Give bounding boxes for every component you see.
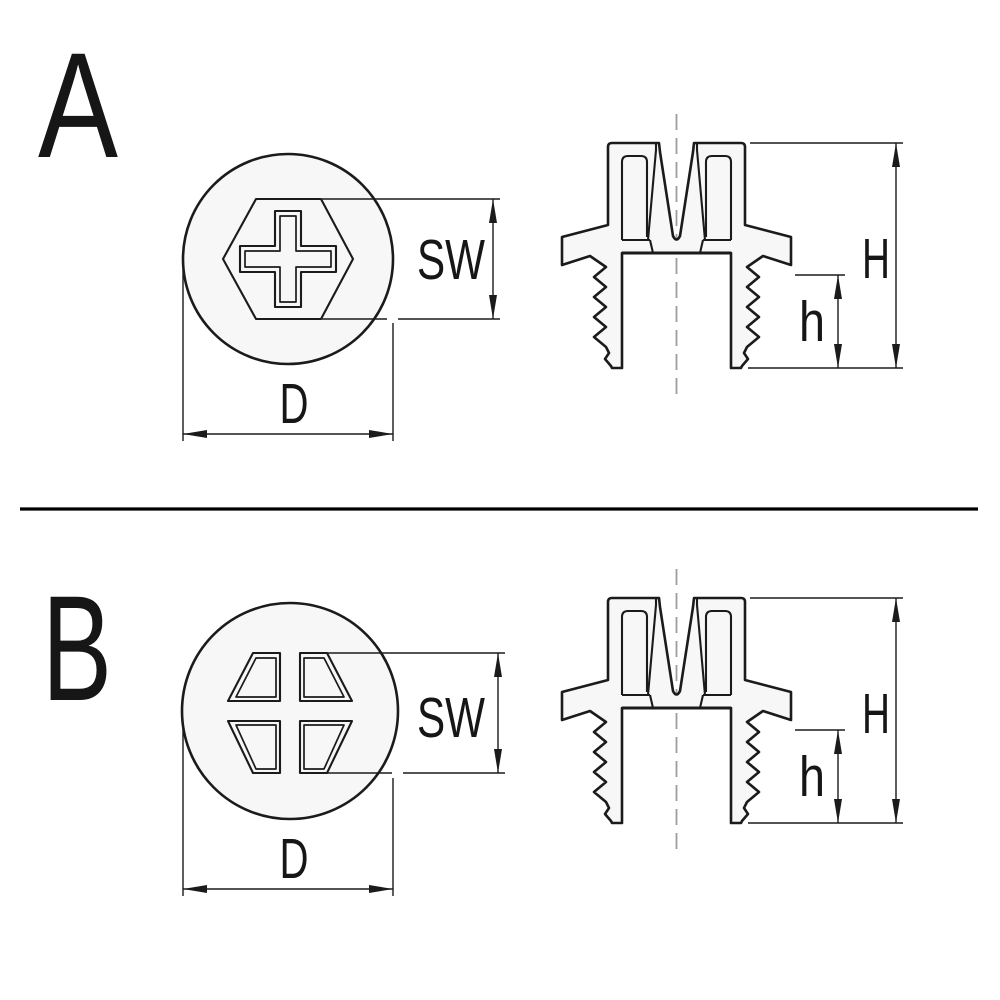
section-b: B SW D H h <box>42 564 905 897</box>
side-view-b: H h <box>560 567 905 853</box>
hex-socket-outline <box>221 197 355 321</box>
h-part-label-a: h <box>799 290 825 354</box>
d-label-b: D <box>280 827 309 891</box>
top-view-a: SW D <box>181 152 501 442</box>
section-a-label: A <box>38 21 118 189</box>
wing-top-left-bevel <box>235 657 277 698</box>
side-view-a: H h <box>560 112 905 398</box>
wing-bottom-left <box>226 719 282 775</box>
sw-label-b: SW <box>417 686 485 750</box>
wing-top-right-bevel <box>303 657 345 698</box>
cross-recess-inner-bevel <box>244 215 332 303</box>
h-part-label-b: h <box>799 745 825 809</box>
top-view-b: SW D <box>180 601 506 897</box>
sw-label-a: SW <box>417 228 485 292</box>
d-label-a: D <box>280 372 309 436</box>
section-a: A SW D H h <box>38 21 905 442</box>
wing-bottom-left-bevel <box>235 724 277 770</box>
cap-top-circle <box>180 601 400 821</box>
cross-recess-outer <box>238 209 338 309</box>
h-total-label-b: H <box>862 682 890 746</box>
wing-bottom-right-bevel <box>303 724 345 770</box>
cap-top-circle <box>181 152 395 366</box>
section-b-label: B <box>42 564 112 732</box>
h-total-label-a: H <box>862 227 890 291</box>
wing-top-left <box>226 651 282 703</box>
wing-top-right <box>298 651 354 703</box>
